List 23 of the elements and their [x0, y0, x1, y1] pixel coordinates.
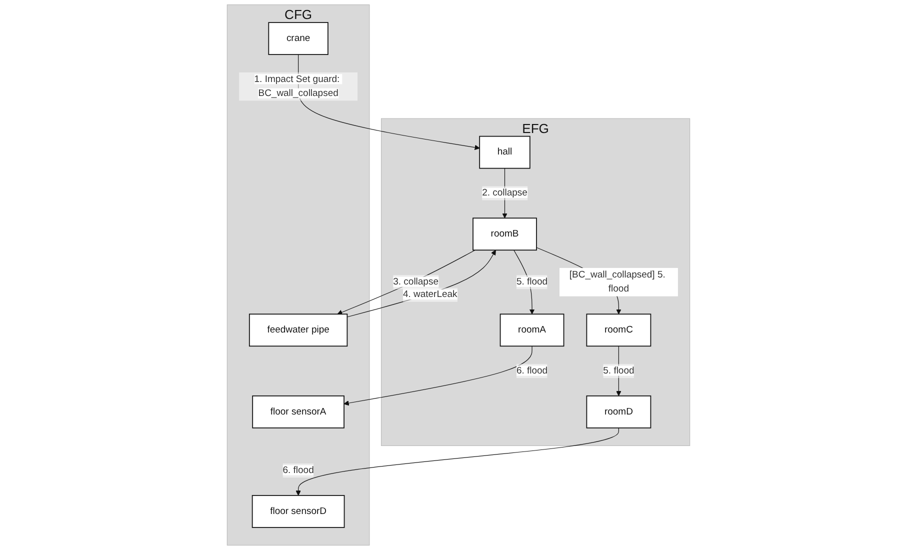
arrow: [346, 250, 496, 318]
arrow: [344, 346, 532, 406]
arrow: [298, 54, 480, 150]
node-box: roomA: [500, 314, 564, 347]
node-box: feedwater pipe: [248, 314, 348, 347]
node-box: roomD: [586, 395, 652, 428]
edge-label: 5. flood: [603, 366, 634, 376]
edge-label: 6. flood: [516, 366, 548, 376]
node-box: floor sensorA: [252, 395, 344, 428]
node-box: roomC: [586, 314, 652, 347]
node-box: crane: [268, 22, 328, 55]
arrow: [337, 250, 476, 315]
node-box: floor sensorD: [252, 495, 345, 528]
edge-label: 5. flood: [516, 276, 548, 287]
edge-label: [BC_wall_collapsed] 5. flood: [569, 270, 666, 294]
edge-label: 4. waterLeak: [402, 289, 458, 300]
edge-label: 6. flood: [282, 465, 314, 476]
arrow: [296, 428, 619, 496]
edge-label: 3. collapse: [393, 276, 438, 287]
edge-label: 2. collapse: [482, 188, 528, 198]
edge-label: 1. Impact Set guard: BC_wall_collapsed: [254, 74, 340, 98]
node-box: roomB: [472, 218, 537, 251]
node-box: hall: [479, 136, 530, 169]
